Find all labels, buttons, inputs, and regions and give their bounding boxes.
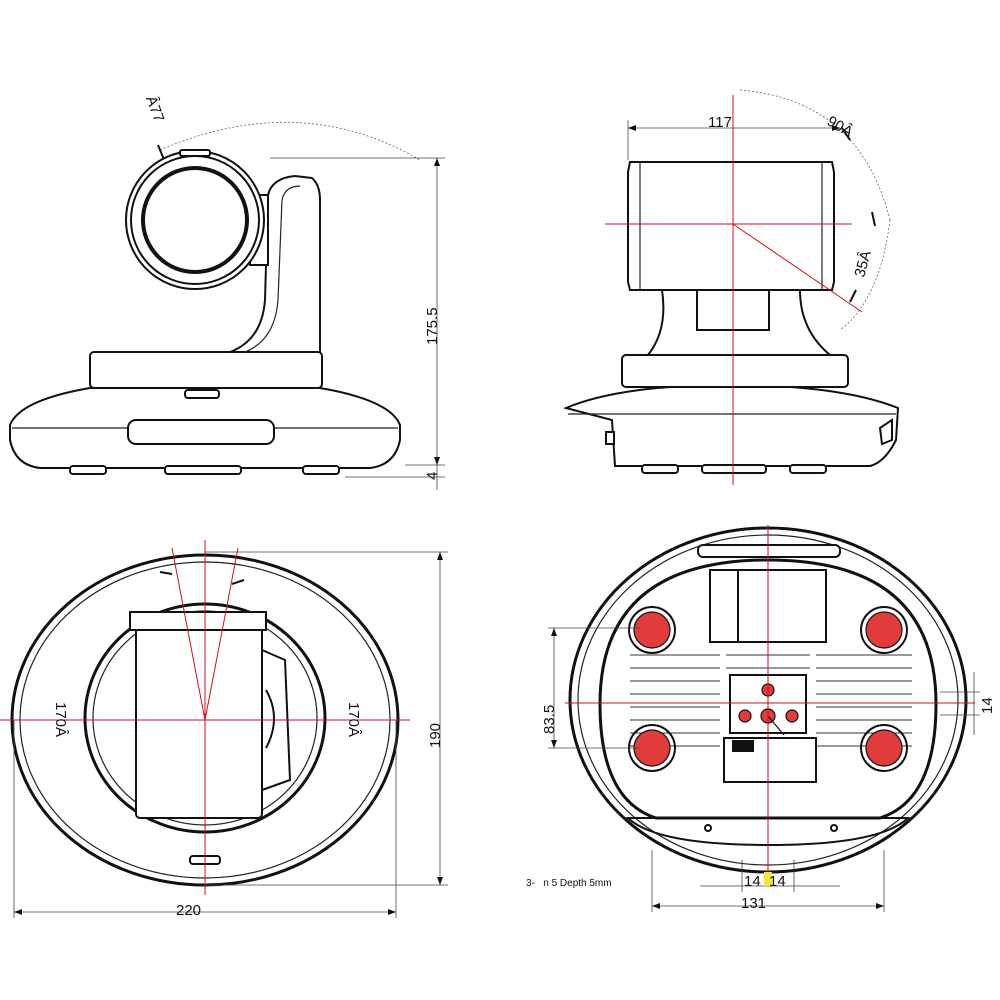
top-camera-body: [135, 625, 263, 819]
bottom-dim-arrow-bottom: [551, 740, 557, 748]
top-pan-right-label: 170Â: [345, 702, 362, 737]
side-tilt-up-label: 90Â: [824, 113, 856, 141]
side-camera-body: [627, 161, 835, 291]
bottom-view: 83.5 14 14 14 131 3- n 5 Depth 5mm: [526, 525, 996, 912]
bottom-connector: [732, 740, 754, 752]
bottom-hole-right: [785, 709, 799, 723]
bottom-sticker: [723, 737, 817, 783]
front-base-indicator: [184, 389, 220, 399]
bottom-screw-left: [704, 824, 712, 832]
front-foot-left: [69, 465, 107, 475]
side-port: [605, 431, 615, 445]
front-lens-top-tab: [179, 149, 211, 157]
front-foot-label: 4: [424, 472, 441, 480]
front-dim-arrow-bottom: [434, 457, 440, 465]
side-arc-mark-top: [841, 127, 851, 141]
side-arc-mark-low: [849, 289, 857, 303]
front-lens-glass: [141, 166, 249, 274]
top-pan-line-left: [171, 547, 206, 721]
side-tilt-down-label: 35Â: [851, 249, 874, 279]
bottom-foot-top-left: [633, 611, 671, 649]
bottom-hole-left: [738, 709, 752, 723]
side-foot-center: [701, 464, 767, 474]
front-base-window: [127, 419, 275, 445]
top-dim-arrow-bottom: [437, 877, 443, 885]
side-turntable: [621, 354, 849, 388]
top-camera-front: [129, 611, 267, 631]
front-tilt-arc: [159, 121, 421, 161]
side-arc-lower: [839, 219, 891, 331]
bottom-foot-ring-top-right: [860, 606, 908, 654]
bottom-screw-right: [830, 824, 838, 832]
front-lens-outer: [125, 150, 265, 290]
top-pan-left-label: 170Â: [52, 702, 69, 737]
bottom-dim-arrow-right: [876, 903, 884, 909]
front-height-label: 175.5: [424, 307, 441, 345]
top-view: 170Â 170Â 190 220: [0, 540, 448, 919]
bottom-top-slot: [697, 544, 841, 558]
bottom-foot-top-right: [865, 611, 903, 649]
bottom-dim-highlight: [764, 872, 772, 886]
bottom-foot-ring-top-left: [628, 606, 676, 654]
side-width-label: 117: [708, 114, 732, 131]
top-width-label: 220: [176, 902, 201, 919]
bottom-label-left: [709, 569, 739, 643]
front-yoke-inner: [244, 185, 301, 353]
bottom-hole-note: 3- n 5 Depth 5mm: [526, 878, 612, 889]
bottom-spacing-left-label: 14: [744, 873, 761, 890]
bottom-width-label: 131: [741, 895, 766, 912]
bottom-small-label: 14: [979, 697, 996, 714]
front-foot-right: [302, 465, 340, 475]
bottom-hole-leader: [767, 715, 785, 736]
bottom-plate: [598, 558, 938, 820]
side-view: 90Â 35Â 117: [562, 89, 900, 485]
top-depth-label: 190: [427, 723, 444, 748]
front-tilt-angle-label: Â77: [142, 94, 167, 125]
front-turntable: [89, 351, 323, 389]
bottom-label-right: [737, 569, 827, 643]
side-arc-mark-mid: [871, 211, 876, 227]
bottom-dim-arrow-left: [652, 903, 660, 909]
front-foot-center: [164, 465, 242, 475]
bottom-vents-right: [816, 654, 912, 747]
top-arc-mark-right: [231, 579, 245, 585]
front-yoke-arm: [229, 174, 321, 353]
bottom-foot-bottom-right: [865, 729, 903, 767]
bottom-foot-ring-bottom-right: [860, 724, 908, 772]
top-arc-mark-left: [159, 571, 173, 575]
front-dim-arrow-top: [434, 158, 440, 166]
side-dim-arrow-left: [628, 125, 636, 131]
top-dim-arrow-top: [437, 552, 443, 560]
side-base: [562, 383, 900, 467]
bottom-spacing-right-label: 14: [769, 873, 786, 890]
side-arc-upper: [739, 89, 891, 221]
side-foot-right: [789, 464, 827, 474]
front-view: Â77 175.5 4: [9, 94, 445, 490]
side-dim-arrow-right: [832, 125, 840, 131]
bottom-dim-arrow-top: [551, 628, 557, 636]
top-dim-arrow-left: [14, 909, 22, 915]
bottom-height-label: 83.5: [541, 705, 558, 734]
top-camera-knob: [265, 689, 275, 749]
top-pan-line-right: [204, 547, 239, 721]
bottom-vents-left: [630, 654, 720, 747]
side-base-tab: [878, 418, 893, 446]
top-dim-arrow-right: [388, 909, 396, 915]
side-foot-left: [641, 464, 679, 474]
side-tilt-line: [732, 223, 863, 313]
